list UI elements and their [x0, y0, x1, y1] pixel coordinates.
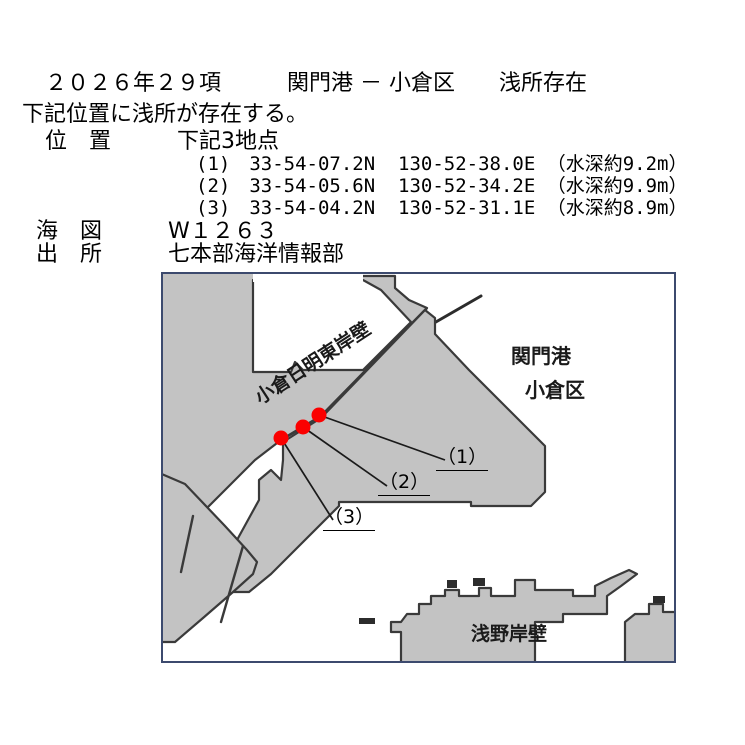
map-callout-1: （1）	[436, 442, 489, 471]
map-label-port: 関門港	[511, 344, 571, 368]
chart-number-row: 海 図 W１２６３	[36, 219, 278, 244]
pier-line-west	[179, 514, 195, 574]
notice-description: 下記位置に浅所が存在する。	[22, 102, 309, 127]
dock-nub-d	[653, 596, 665, 603]
pier-line-south	[219, 544, 245, 624]
map-callout-2: （2）	[378, 467, 431, 496]
land-southwest	[163, 473, 259, 644]
dock-nub-c	[473, 578, 485, 586]
map-label-asano-quay: 浅野岸壁	[471, 623, 548, 645]
coordinate-row-2: (2) 33-54-05.6N 130-52-34.2E （水深約9.9m）	[196, 175, 688, 197]
map-graphics	[163, 274, 674, 661]
coordinate-row-1: (1) 33-54-07.2N 130-52-38.0E （水深約9.2m）	[196, 153, 688, 175]
water-basin-upper-opening	[253, 274, 363, 282]
shoal-marker-2	[295, 419, 311, 435]
land-southeast-corner	[623, 602, 674, 661]
leader-line-3	[280, 437, 334, 521]
notice-position-row: 位 置 下記3地点	[45, 129, 279, 154]
map-label-ward: 小倉区	[525, 378, 585, 402]
shoal-marker-3	[273, 430, 289, 446]
land-south-asano	[389, 568, 639, 661]
dock-nub-b	[447, 580, 457, 588]
map-callout-3: （3）	[323, 502, 376, 531]
coordinate-row-3: (3) 33-54-04.2N 130-52-31.1E （水深約8.9m）	[196, 197, 688, 219]
notice-title: ２０２６年２９項 関門港 － 小倉区 浅所存在	[45, 71, 587, 96]
leader-line-1	[318, 414, 446, 461]
land-central-east	[219, 308, 547, 594]
source-row: 出 所 七本部海洋情報部	[36, 242, 345, 267]
chart-map: 関門港 小倉区 小倉日明東岸壁 浅野岸壁 （1） （2） （3）	[161, 272, 676, 663]
water-basin-notch	[251, 278, 413, 374]
shoal-marker-1	[311, 407, 327, 423]
dock-nub-a	[359, 618, 375, 624]
leader-line-2	[302, 426, 388, 487]
